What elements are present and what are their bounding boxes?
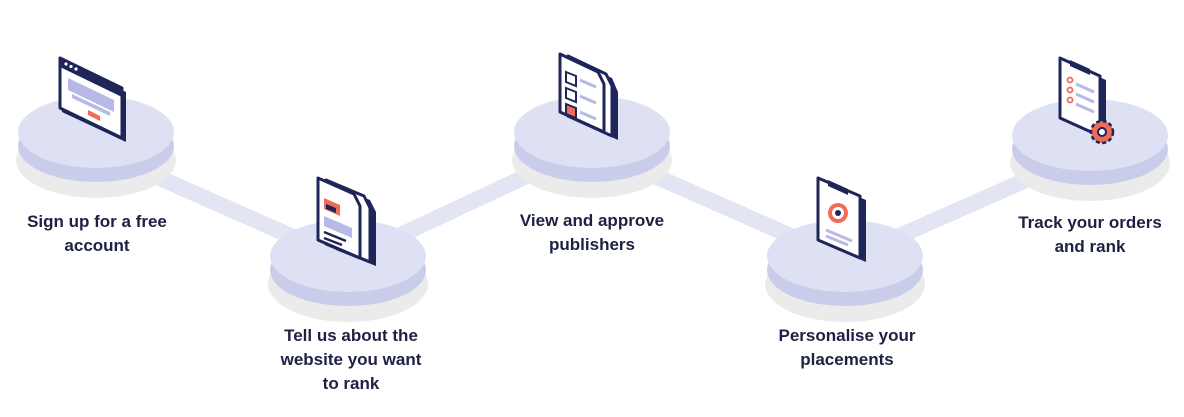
- step-4-label-line-2: placements: [800, 350, 894, 369]
- platform-3: [512, 96, 672, 198]
- step-1-label-line-2: account: [64, 236, 130, 255]
- step-3-label-line-2: publishers: [549, 235, 635, 254]
- step-2-label-line-1: Tell us about the: [284, 326, 418, 345]
- step-2-label-line-3: to rank: [322, 374, 380, 393]
- browser-window-icon: [58, 56, 126, 142]
- clipboard-gear-icon: [1058, 56, 1115, 145]
- platform-1: [16, 96, 176, 198]
- platform-5: [1010, 99, 1170, 201]
- platform-2: [268, 220, 428, 322]
- target-clipboard-icon: [816, 176, 866, 262]
- checklist-documents-icon: [558, 52, 618, 140]
- step-3-label-line-1: View and approve: [519, 211, 665, 230]
- step-3-label: View and approve publishers: [503, 209, 681, 257]
- step-4-label-line-1: Personalise your: [778, 326, 916, 345]
- step-5-label-line-1: Track your orders: [1018, 213, 1162, 232]
- folder-document-icon: [316, 176, 376, 266]
- step-5-label: Track your orders and rank: [1001, 211, 1179, 259]
- step-2-label-line-2: website you want: [280, 350, 422, 369]
- step-1-label: Sign up for a free account: [8, 210, 186, 258]
- step-4-label: Personalise your placements: [758, 324, 936, 372]
- step-1-label-line-1: Sign up for a free: [27, 212, 167, 231]
- step-5-label-line-2: and rank: [1054, 237, 1126, 256]
- platform-4: [765, 220, 925, 322]
- step-2-label: Tell us about the website you want to ra…: [262, 324, 440, 396]
